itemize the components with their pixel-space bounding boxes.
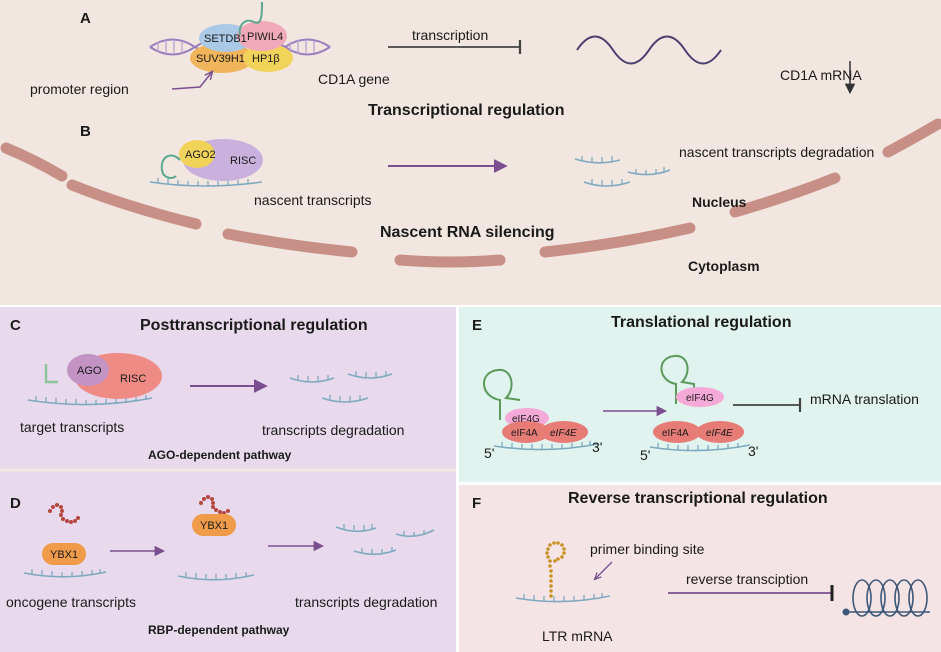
mrna-strand-e1 [493, 443, 599, 451]
hp1b-label: HP1β [252, 53, 280, 65]
dna-coil-end [842, 608, 850, 616]
degraded-fragments-c [289, 371, 393, 403]
target-transcript-rungs [35, 395, 147, 405]
panel-b-letter: B [80, 123, 91, 140]
ltr-mrna-rungs [523, 593, 603, 601]
eif4g-label-2: eIF4G [686, 393, 714, 404]
nascent-rna-silencing-title: Nascent RNA silencing [380, 224, 555, 241]
eif4a-label-2: eIF4A [662, 428, 689, 439]
pirna-strand [238, 1, 263, 36]
hp1b-blob [243, 44, 293, 72]
ago2-label: AGO2 [185, 149, 216, 161]
transcripts-degradation-label-c: transcripts degradation [262, 422, 404, 438]
ybx1-protein-d1 [42, 543, 86, 565]
translational-regulation-title: Translational regulation [611, 314, 791, 331]
ago-label: AGO [77, 365, 102, 377]
guide-rna-c [44, 364, 58, 384]
risc-label-c: RISC [120, 373, 146, 385]
eif4e-label-2: eIF4E [706, 428, 733, 439]
eif4e-label-1: eIF4E [550, 428, 577, 439]
target-transcripts-label: target transcripts [20, 419, 124, 435]
panel-f-letter: F [472, 495, 481, 512]
nascent-transcript-rungs [157, 178, 249, 186]
nuclear-membrane [0, 118, 941, 268]
dna-coil [846, 579, 930, 617]
free-transcript-rungs [185, 572, 247, 579]
eif4g-label-1: eIF4G [512, 414, 540, 425]
five-prime-label-2: 5' [640, 447, 650, 463]
primer-binding-arrow [595, 561, 613, 579]
eif4a-label-1: eIF4A [511, 428, 538, 439]
mrna-rungs-e2 [657, 443, 739, 450]
ago-dependent-pathway-label: AGO-dependent pathway [148, 448, 292, 462]
cd1a-gene-label: CD1A gene [318, 71, 390, 87]
piwil4-blob [237, 21, 287, 51]
oncogene-transcript-rungs [31, 569, 101, 577]
ago2-blob [179, 140, 215, 168]
stem-loop-e1 [483, 368, 521, 420]
eif4e-blob-1 [540, 421, 588, 443]
oncogene-transcripts-label: oncogene transcripts [6, 594, 136, 610]
three-prime-label-2: 3' [748, 443, 758, 459]
ltr-mrna-strand [515, 595, 611, 603]
degraded-fragments-d [335, 524, 435, 556]
mrna-rungs-e1 [501, 441, 591, 449]
five-prime-label-1: 5' [484, 445, 494, 461]
panel-f-background [459, 485, 941, 652]
transcriptional-regulation-title: Transcriptional regulation [368, 102, 564, 119]
eif4a-blob-2 [653, 421, 701, 443]
stem-loop-e2 [660, 354, 695, 404]
degraded-fragments-b [574, 156, 671, 187]
promoter-region-label: promoter region [30, 81, 129, 97]
panel-d-letter: D [10, 495, 21, 512]
posttranscriptional-title: Posttranscriptional regulation [140, 317, 368, 334]
guide-rna-b [160, 154, 181, 179]
mrna-strand-e2 [649, 444, 751, 452]
three-prime-label-1: 3' [592, 439, 602, 455]
cytoplasm-label: Cytoplasm [688, 258, 760, 274]
panel-a-letter: A [80, 10, 91, 27]
ltr-mrna-label: LTR mRNA [542, 628, 613, 644]
free-transcript-strand [177, 574, 255, 581]
promoter-arrow [171, 72, 212, 90]
panel-e-letter: E [472, 317, 482, 334]
oncogene-transcript-strand [23, 571, 107, 578]
reverse-transcription-label: reverse transciption [686, 571, 808, 587]
eif4g-blob-2 [676, 387, 724, 407]
reverse-transcriptional-title: Reverse transcriptional regulation [568, 490, 828, 507]
red-bead-strand-d1 [48, 503, 80, 524]
target-transcript-strand [27, 397, 153, 406]
transcripts-degradation-label-d: transcripts degradation [295, 594, 437, 610]
eif4a-blob-1 [502, 421, 550, 443]
cd1a-mrna-label: CD1A mRNA [780, 67, 862, 83]
ybx1-protein-d2 [192, 514, 236, 536]
nascent-degradation-label: nascent transcripts degradation [679, 144, 874, 160]
risc-label-b: RISC [230, 155, 256, 167]
rbp-dependent-pathway-label: RBP-dependent pathway [148, 623, 290, 637]
eif4e-blob-2 [696, 421, 744, 443]
ago-blob [67, 354, 109, 386]
panel-c-letter: C [10, 317, 21, 334]
nascent-transcript-strand [149, 181, 263, 187]
suv39h1-label: SUV39H1 [196, 53, 245, 65]
primer-loop [545, 541, 566, 598]
piwil4-label: PIWIL4 [247, 31, 283, 43]
cd1a-mrna-wave [576, 35, 722, 65]
ybx1-label-1: YBX1 [50, 549, 78, 561]
transcription-label: transcription [412, 27, 488, 43]
mrna-translation-label: mRNA translation [810, 391, 919, 407]
primer-binding-site-label: primer binding site [590, 541, 705, 557]
ybx1-label-2: YBX1 [200, 520, 228, 532]
setdb1-label: SETDB1 [204, 33, 247, 45]
nucleus-label: Nucleus [692, 194, 747, 210]
nascent-transcripts-label: nascent transcripts [254, 192, 372, 208]
